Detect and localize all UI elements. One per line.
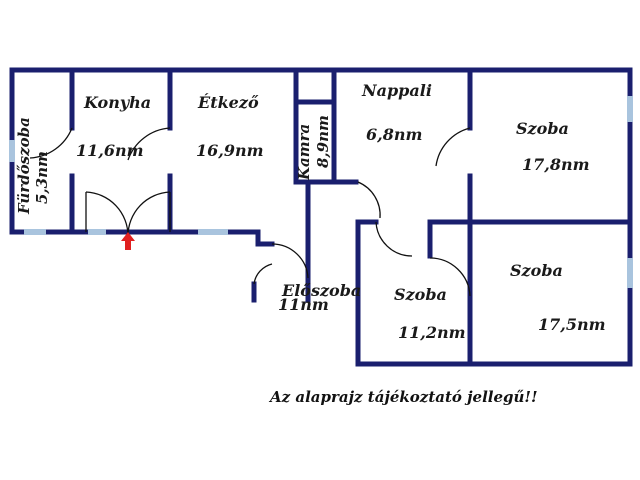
window — [627, 258, 633, 288]
room-area-szoba-1: 17,8nm — [522, 155, 590, 174]
door-arc — [85, 191, 129, 237]
room-area-konyha: 11,6nm — [76, 141, 144, 160]
room-area-szoba-2: 17,5nm — [538, 315, 606, 334]
windows — [9, 96, 633, 288]
room-area-szoba-3: 11,2nm — [398, 323, 466, 342]
door-arc — [357, 181, 381, 219]
door-arc — [253, 263, 273, 285]
door-arc — [435, 127, 471, 167]
room-name-szoba-1: Szoba — [516, 119, 569, 138]
entrance-arrow-icon — [121, 232, 135, 250]
walls — [9, 67, 633, 367]
room-name-szoba-3: Szoba — [394, 285, 447, 304]
door-arc — [29, 127, 73, 159]
room-name-szoba-2: Szoba — [510, 261, 563, 280]
window — [9, 140, 15, 162]
window — [24, 229, 46, 235]
room-name-eloszoba: Előszoba — [281, 281, 361, 300]
window — [627, 96, 633, 122]
room-name-etkezo: Étkező — [197, 92, 259, 112]
room-area-eloszoba: 11nm — [278, 295, 329, 314]
disclaimer-note: Az alaprajz tájékoztató jellegű!! — [268, 388, 538, 406]
door-arc — [271, 243, 309, 279]
room-name-konyha: Konyha — [83, 93, 151, 112]
window — [198, 229, 228, 235]
room-name-furdoszoba: Fürdőszoba — [15, 117, 33, 215]
doors — [29, 127, 471, 297]
room-area-etkezo: 16,9nm — [196, 141, 264, 160]
window — [88, 229, 106, 235]
room-area-furdoszoba: 5,3nm — [33, 151, 51, 204]
room-area-kamra: 8,9nm — [314, 115, 332, 168]
room-area-nappali: 6,8nm — [366, 125, 422, 144]
door-arc — [127, 191, 171, 237]
room-name-nappali: Nappali — [361, 81, 432, 100]
door-arc — [429, 257, 471, 297]
room-name-kamra: Kamra — [295, 124, 313, 181]
door-arc — [127, 127, 171, 161]
door-arc — [375, 221, 413, 257]
